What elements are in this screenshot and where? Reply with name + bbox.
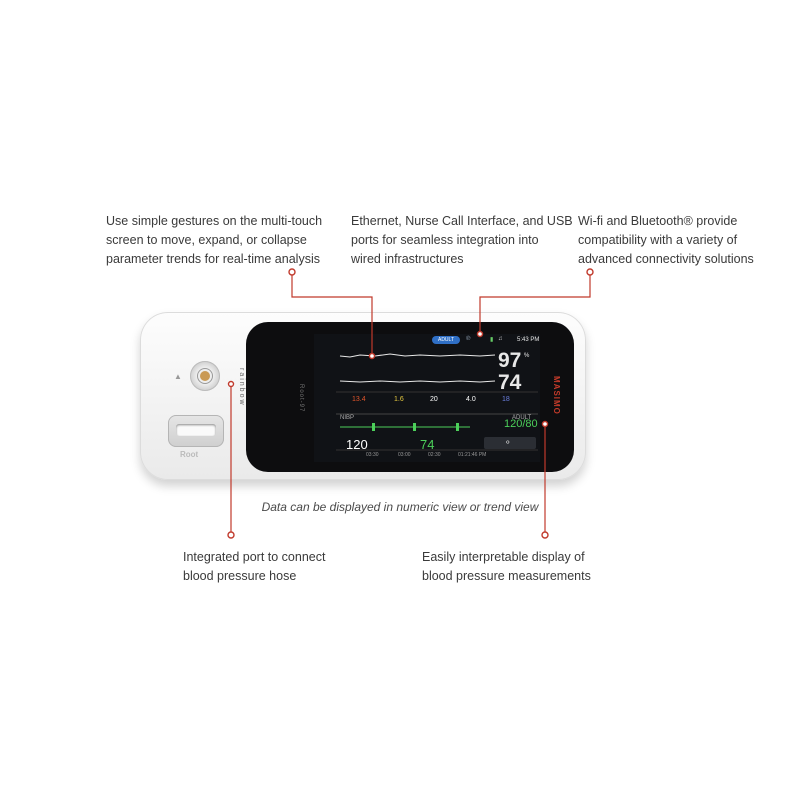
callout-line-1: Integrated port to connect	[183, 550, 326, 564]
bp-map: 74	[420, 437, 435, 452]
callout-dot	[227, 531, 235, 539]
spo2-value[interactable]: 97	[498, 349, 522, 372]
timeline-label: 01:21:46 PM	[458, 452, 487, 458]
bluetooth-icon: ℗	[466, 336, 471, 342]
param-value[interactable]: 4.0	[466, 396, 476, 403]
bp-port-connector	[200, 371, 210, 381]
nibp-mode: ADULT	[512, 415, 532, 421]
callout-bp-display: Easily interpretable display of blood pr…	[422, 548, 591, 586]
param-value[interactable]: 13.4	[352, 396, 366, 403]
pr-value[interactable]: 74	[498, 371, 522, 394]
nibp-label: NIBP	[340, 415, 355, 421]
side-label: rainbow	[238, 368, 245, 407]
param-value[interactable]: 20	[430, 396, 438, 403]
clock-time: 5:43 PM	[517, 337, 540, 343]
callout-line-2: screen to move, expand, or collapse	[106, 233, 307, 247]
callout-dot	[541, 531, 549, 539]
param-value[interactable]: 1.6	[394, 396, 404, 403]
callout-line-2: blood pressure hose	[183, 569, 297, 583]
spo2-unit: %	[524, 353, 530, 359]
callout-line-1: Easily interpretable display of	[422, 550, 585, 564]
callout-line-3: parameter trends for real-time analysis	[106, 252, 320, 266]
callout-line-1: Wi-fi and Bluetooth® provide	[578, 214, 738, 228]
warning-icon: ▲	[174, 372, 182, 381]
callout-line-2: ports for seamless integration into	[351, 233, 539, 247]
callout-ports: Ethernet, Nurse Call Interface, and USB …	[351, 212, 573, 269]
callout-gestures: Use simple gestures on the multi-touch s…	[106, 212, 322, 269]
callout-line-3: wired infrastructures	[351, 252, 464, 266]
bp-value[interactable]: 120/80	[504, 418, 538, 430]
base-label: Root	[180, 450, 199, 459]
nibp-start-button[interactable]: ⚬	[484, 437, 536, 449]
timeline-label: 02:30	[428, 452, 441, 458]
model-label: Root-97	[298, 384, 304, 413]
caption: Data can be displayed in numeric view or…	[261, 500, 539, 514]
callout-dot	[586, 268, 594, 276]
cuff-icon: ⚬	[504, 437, 512, 447]
timeline-label: 03:00	[398, 452, 411, 458]
param-value[interactable]: 18	[502, 396, 510, 403]
bp-systolic-small: 120	[346, 437, 368, 452]
callout-line-2: blood pressure measurements	[422, 569, 591, 583]
timeline-label: 03:30	[366, 452, 379, 458]
sound-icon: ♫	[498, 336, 503, 342]
callout-wireless: Wi-fi and Bluetooth® provide compatibili…	[578, 212, 754, 269]
callout-line-1: Use simple gestures on the multi-touch	[106, 214, 323, 228]
callout-line-1: Ethernet, Nurse Call Interface, and USB	[351, 214, 573, 228]
callout-bp-port: Integrated port to connect blood pressur…	[183, 548, 325, 586]
callout-line-3: advanced connectivity solutions	[578, 252, 754, 266]
brand-logo: MASIMO	[552, 376, 561, 415]
battery-icon: ▮	[490, 337, 494, 343]
mode-badge[interactable]: ADULT	[432, 336, 460, 344]
callout-line-2: compatibility with a variety of	[578, 233, 738, 247]
module-slot-opening	[176, 424, 216, 436]
callout-dot	[288, 268, 296, 276]
